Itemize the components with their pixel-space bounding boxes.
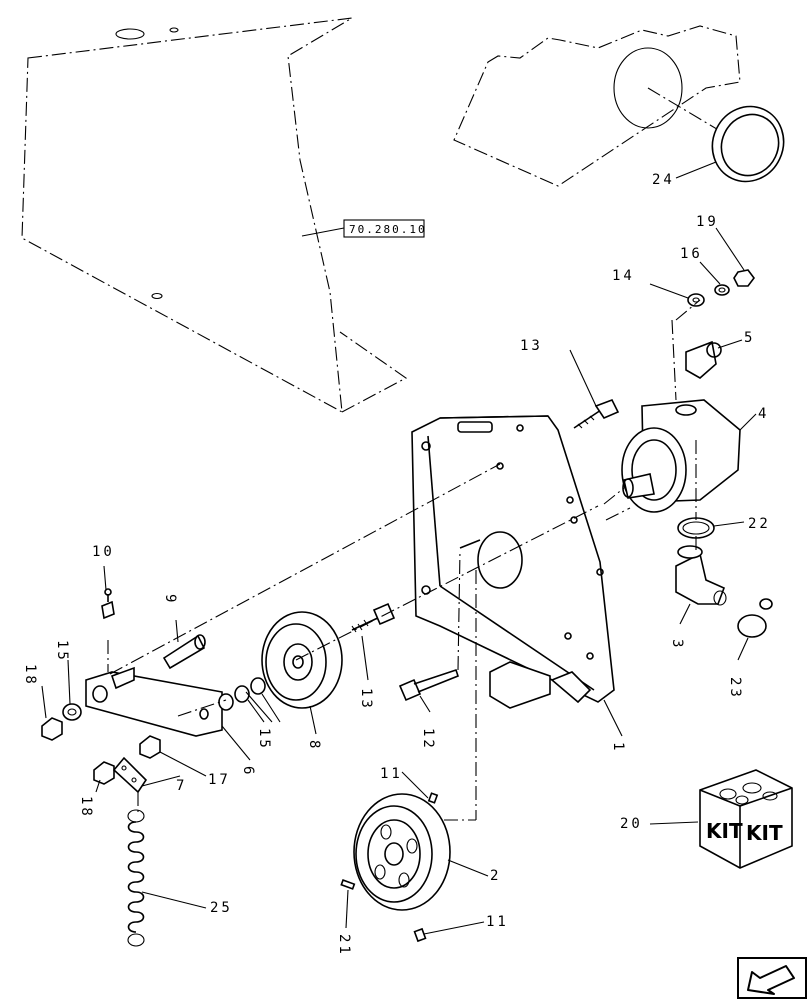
reference-box[interactable]: 70.280.10 [301, 219, 427, 238]
callout-24: 24 [652, 172, 675, 188]
spring-25 [127, 809, 145, 947]
callout-numbers: 24 19 16 14 5 13 4 22 3 23 1 12 13 8 15 … [22, 172, 771, 957]
set-screw-11-upper [427, 792, 439, 804]
bolt-13-upper [573, 398, 620, 429]
hydraulic-pump-4 [621, 399, 741, 513]
callout-14: 14 [612, 268, 635, 284]
bolt-13-lower [351, 602, 396, 633]
callout-18-lower: 18 [78, 796, 94, 819]
callout-16: 16 [680, 246, 703, 262]
callout-21: 21 [336, 934, 352, 957]
o-ring-22 [677, 517, 715, 539]
callout-2: 2 [490, 868, 501, 884]
bolt-12 [398, 668, 459, 702]
spacer-9 [162, 634, 206, 670]
phantom-housing-right [453, 25, 753, 187]
callout-23: 23 [727, 677, 743, 700]
hose-clamp-23 [737, 598, 773, 638]
callout-7: 7 [176, 778, 187, 794]
elbow-fitting-3 [675, 545, 727, 606]
idler-arm-6 [85, 666, 223, 737]
bracket-plate-1 [411, 415, 615, 709]
nut-17 [139, 735, 161, 759]
seal-ring-24 [711, 105, 785, 183]
callout-13-upper: 13 [520, 338, 543, 354]
reference-label: 70.280.10 [349, 223, 427, 236]
washer-16 [714, 284, 730, 296]
callout-19: 19 [696, 214, 719, 230]
set-screw-11-lower [413, 927, 427, 943]
callout-13-lower: 13 [358, 688, 374, 711]
elbow-fitting-5 [685, 340, 722, 379]
callout-20: 20 [620, 816, 643, 832]
callout-25: 25 [210, 900, 233, 916]
alignment-lines [107, 299, 701, 821]
spring-bracket-7 [112, 756, 148, 794]
callout-12: 12 [420, 728, 436, 751]
key-21 [340, 879, 356, 890]
phantom-housing-panel [21, 17, 408, 413]
callout-22: 22 [748, 516, 771, 532]
kit-label-right: KIT [746, 821, 783, 845]
callout-11-lower: 11 [486, 914, 509, 930]
callout-17: 17 [208, 772, 231, 788]
callout-4: 4 [758, 406, 769, 422]
pulley-8 [261, 611, 343, 709]
grease-fitting-10 [101, 588, 115, 620]
callout-9: 9 [162, 594, 178, 605]
nuts-18 [41, 717, 115, 785]
callout-15-upper: 15 [54, 640, 70, 663]
kit-box-20: KIT KIT [699, 769, 793, 869]
callout-1: 1 [610, 742, 626, 753]
callout-15-lower: 15 [256, 728, 272, 751]
callout-11-upper: 11 [380, 766, 403, 782]
callout-6: 6 [240, 766, 256, 777]
callout-5: 5 [744, 330, 755, 346]
callout-18-upper: 18 [22, 664, 38, 687]
previous-page-arrow-icon[interactable] [737, 957, 807, 999]
kit-label-left: KIT [706, 819, 743, 843]
callout-8: 8 [306, 740, 322, 751]
washers-15 [62, 677, 266, 721]
pulley-2 [353, 793, 451, 911]
callout-10: 10 [92, 544, 115, 560]
nut-19 [733, 269, 755, 287]
washer-14 [687, 293, 705, 307]
callout-3: 3 [669, 639, 685, 650]
callout-leaders [41, 161, 757, 935]
